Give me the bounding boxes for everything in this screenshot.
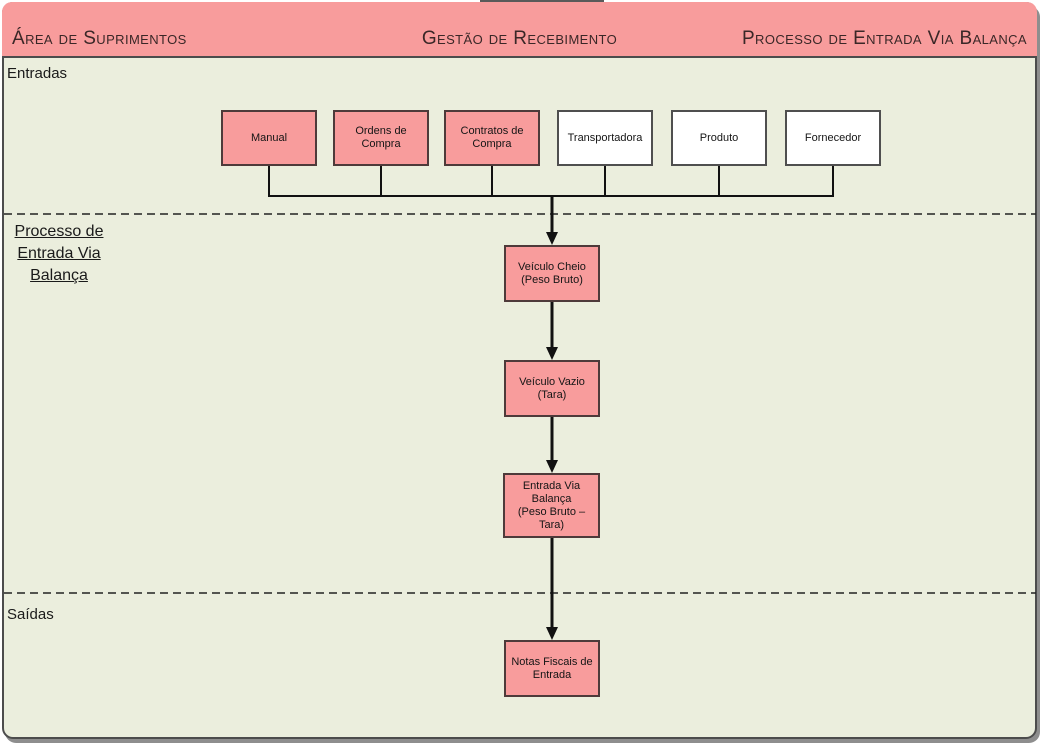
header-title-processo: Processo de Entrada Via Balança (741, 28, 1027, 49)
lane-label-entradas: Entradas (7, 65, 68, 82)
input-box-transportadora: Transportadora (557, 110, 653, 166)
process-box-entrada-via-balanca: Entrada Via Balança (Peso Bruto – Tara) (503, 473, 600, 538)
input-box-produto: Produto (671, 110, 767, 166)
input-box-ordens-compra: Ordens de Compra (333, 110, 429, 166)
output-box-notas-fiscais: Notas Fiscais de Entrada (504, 640, 600, 697)
header-band: Área de Suprimentos Gestão de Recebiment… (2, 2, 1037, 58)
lane-label-processo: Processo de Entrada Via Balança (14, 223, 104, 284)
process-box-veiculo-vazio: Veículo Vazio (Tara) (504, 360, 600, 417)
input-box-contratos-compra: Contratos de Compra (444, 110, 540, 166)
process-box-veiculo-cheio: Veículo Cheio (Peso Bruto) (504, 245, 600, 302)
clipped-edge-artifact (480, 0, 604, 2)
input-box-manual: Manual (221, 110, 317, 166)
header-title-area: Área de Suprimentos (12, 28, 187, 49)
input-box-fornecedor: Fornecedor (785, 110, 881, 166)
lane-label-saidas: Saídas (7, 606, 54, 623)
header-title-gestao: Gestão de Recebimento (421, 28, 618, 49)
